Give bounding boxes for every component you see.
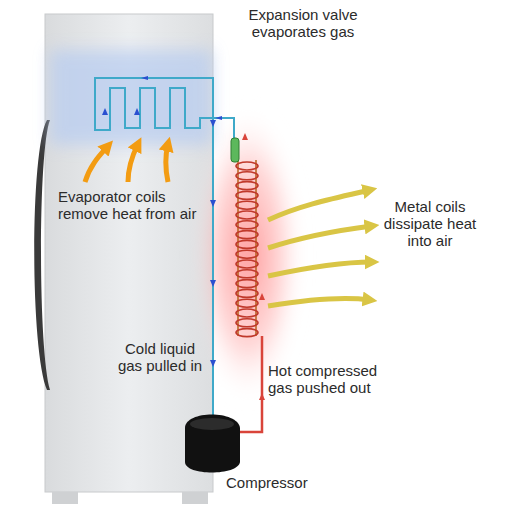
- compressor-label: Compressor: [226, 474, 336, 491]
- coil-winding: [236, 211, 258, 219]
- coil-winding: [236, 250, 258, 258]
- condenser-coil: [236, 162, 258, 337]
- coil-winding: [236, 172, 258, 180]
- coil-winding: [236, 329, 258, 337]
- heat-glow: [193, 105, 303, 405]
- coil-winding: [236, 191, 258, 199]
- fridge-leg: [182, 492, 208, 504]
- coil-winding: [236, 280, 258, 288]
- heat-release-arrows: [268, 190, 372, 306]
- door-handle: [34, 120, 50, 390]
- flow-arrows: [242, 133, 265, 400]
- coil-winding: [236, 299, 258, 307]
- fridge-body: [45, 14, 213, 492]
- coil-winding: [236, 201, 258, 209]
- coil-winding: [236, 221, 258, 229]
- discharge-label: Hot compressed gas pushed out: [268, 362, 390, 396]
- cold-zone: [50, 50, 212, 145]
- coil-winding: [236, 309, 258, 317]
- coil-winding: [236, 270, 258, 278]
- coil-winding: [236, 289, 258, 297]
- condenser-label: Metal coils dissipate heat into air: [380, 198, 480, 249]
- coil-winding: [236, 182, 258, 190]
- coil-winding: [236, 319, 258, 327]
- heat-absorb-arrows: [85, 144, 168, 182]
- coil-winding: [236, 231, 258, 239]
- evaporator-label: Evaporator coils remove heat from air: [58, 188, 198, 222]
- coil-winding: [236, 260, 258, 268]
- expansion-valve: [231, 138, 239, 162]
- hot-tube: [238, 336, 262, 432]
- coil-winding: [236, 162, 258, 170]
- fridge-leg: [52, 492, 78, 504]
- evaporator-tube: [95, 78, 234, 425]
- suction-label: Cold liquid gas pulled in: [112, 340, 208, 374]
- valve-label: Expansion valve evaporates gas: [228, 6, 378, 40]
- compressor-top: [190, 418, 234, 430]
- coil-winding: [236, 240, 258, 248]
- compressor-body: [185, 415, 240, 473]
